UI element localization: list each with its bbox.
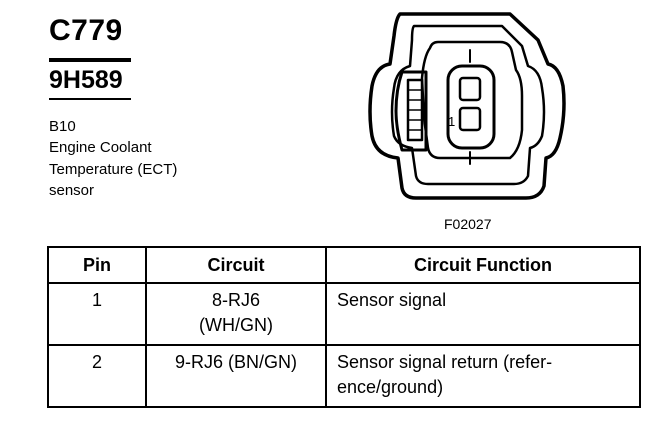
component-code: B10	[49, 118, 76, 135]
component-desc-line: sensor	[49, 182, 95, 199]
subtitle-rule	[49, 98, 131, 100]
function-line: Sensor signal	[337, 290, 447, 310]
function-line: Sensor signal return (refer-	[337, 352, 553, 372]
pinout-table: Pin Circuit Circuit Function 1 8-RJ6 (WH…	[47, 246, 641, 408]
pin-cell: 1	[47, 282, 147, 346]
figure-reference: F02027	[444, 216, 492, 232]
component-desc-line: Engine Coolant	[49, 139, 152, 156]
column-header-pin: Pin	[47, 246, 147, 284]
circuit-line: (WH/GN)	[199, 315, 273, 335]
part-number: 9H589	[49, 66, 123, 94]
pin-1-label: 1	[448, 114, 455, 129]
circuit-cell: 9-RJ6 (BN/GN)	[145, 344, 327, 408]
table-row: 2 9-RJ6 (BN/GN) Sensor signal return (re…	[47, 344, 641, 408]
function-line: ence/ground)	[337, 377, 444, 397]
function-cell: Sensor signal return (refer- ence/ground…	[325, 344, 641, 408]
connector-face-diagram: 1	[368, 12, 566, 200]
title-rule	[49, 58, 131, 62]
table-row: 1 8-RJ6 (WH/GN) Sensor signal	[47, 282, 641, 346]
circuit-line: 8-RJ6	[211, 290, 260, 310]
table-header-row: Pin Circuit Circuit Function	[47, 246, 641, 284]
pin-cell: 2	[47, 344, 147, 408]
circuit-cell: 8-RJ6 (WH/GN)	[145, 282, 327, 346]
circuit-line: 9-RJ6 (BN/GN)	[174, 352, 297, 372]
function-cell: Sensor signal	[325, 282, 641, 346]
column-header-circuit-function: Circuit Function	[325, 246, 641, 284]
column-header-circuit: Circuit	[145, 246, 327, 284]
component-desc-line: Temperature (ECT)	[49, 161, 178, 178]
connector-id: C779	[49, 14, 123, 47]
